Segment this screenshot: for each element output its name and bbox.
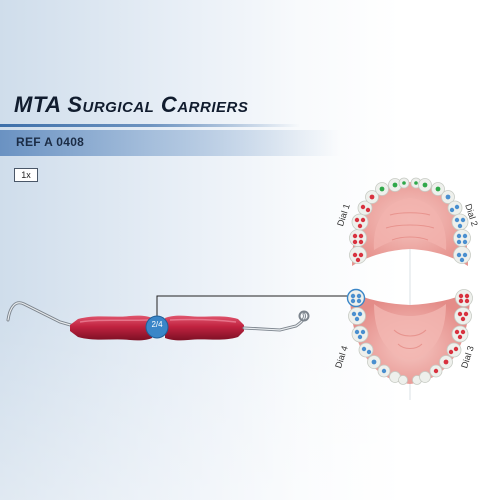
- product-title: MTA Surgical Carriers: [14, 92, 249, 117]
- dial-selector-label: 2/4: [151, 320, 163, 329]
- lower-dental-arch: [346, 288, 473, 385]
- pointer-line: [156, 295, 355, 318]
- upper-dental-arch: [349, 177, 471, 266]
- instrument-handle-left: [70, 315, 152, 341]
- instrument-handle-right: [165, 315, 244, 341]
- instrument-left-tip: [6, 301, 76, 328]
- reference-bar: [0, 130, 340, 156]
- quantity-box: 1x: [14, 168, 38, 182]
- instrument-right-tip: [242, 310, 310, 332]
- title-underline: [0, 124, 300, 127]
- dial-selector-badge: [145, 315, 169, 339]
- reference-number: REF A 0408: [16, 135, 85, 149]
